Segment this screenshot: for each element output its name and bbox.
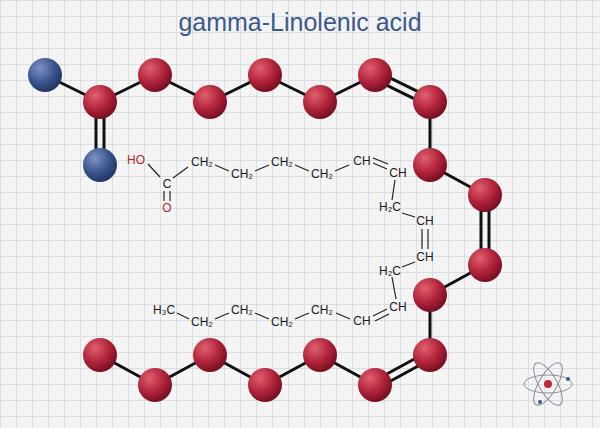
- atom-label: CH₂: [191, 156, 213, 168]
- atom-label: CH₂: [311, 168, 333, 180]
- atom-ball: [193, 338, 227, 372]
- atom-label: CH₂: [231, 168, 253, 180]
- atom-label: CH₂: [271, 316, 293, 328]
- atom-label: CH: [353, 155, 370, 167]
- atom-ball: [468, 178, 502, 212]
- atom-label: CH: [389, 301, 406, 313]
- atom-ball: [138, 368, 172, 402]
- atom-label: CH₂: [311, 304, 333, 316]
- atom-ball: [83, 148, 117, 182]
- atoms: [28, 58, 502, 402]
- atom-label: H₂C: [379, 265, 401, 277]
- atom-ball: [413, 338, 447, 372]
- atom-ball: [413, 85, 447, 119]
- atom-ball: [358, 368, 392, 402]
- atom-ball: [138, 58, 172, 92]
- atom-ball: [83, 338, 117, 372]
- atom-label: O: [162, 202, 171, 214]
- atom-label: CH: [416, 251, 433, 263]
- atom-label: H₃C: [153, 304, 175, 316]
- ball-stick-bonds: [45, 71, 489, 388]
- atom-label: H₂C: [379, 201, 401, 213]
- atom-ball: [468, 248, 502, 282]
- atom-label: CH₂: [271, 156, 293, 168]
- atom-ball: [358, 58, 392, 92]
- atom-ball: [303, 85, 337, 119]
- atom-icon: [524, 359, 572, 410]
- atom-label: CH₂: [231, 304, 253, 316]
- atom-ball: [193, 85, 227, 119]
- atom-label: CH: [389, 167, 406, 179]
- atom-ball: [303, 338, 337, 372]
- atom-ball: [28, 58, 62, 92]
- atom-ball: [83, 85, 117, 119]
- atom-ball: [413, 148, 447, 182]
- skeletal-bonds: [148, 158, 428, 321]
- atom-label: CH₂: [191, 316, 213, 328]
- atom-ball: [248, 368, 282, 402]
- atom-ball: [413, 278, 447, 312]
- atom-label: CH: [416, 215, 433, 227]
- atom-label: C: [163, 178, 172, 190]
- title: gamma-Linolenic acid: [178, 10, 421, 35]
- atom-label: HO: [127, 154, 145, 166]
- atom-label: CH: [353, 315, 370, 327]
- atom-ball: [248, 58, 282, 92]
